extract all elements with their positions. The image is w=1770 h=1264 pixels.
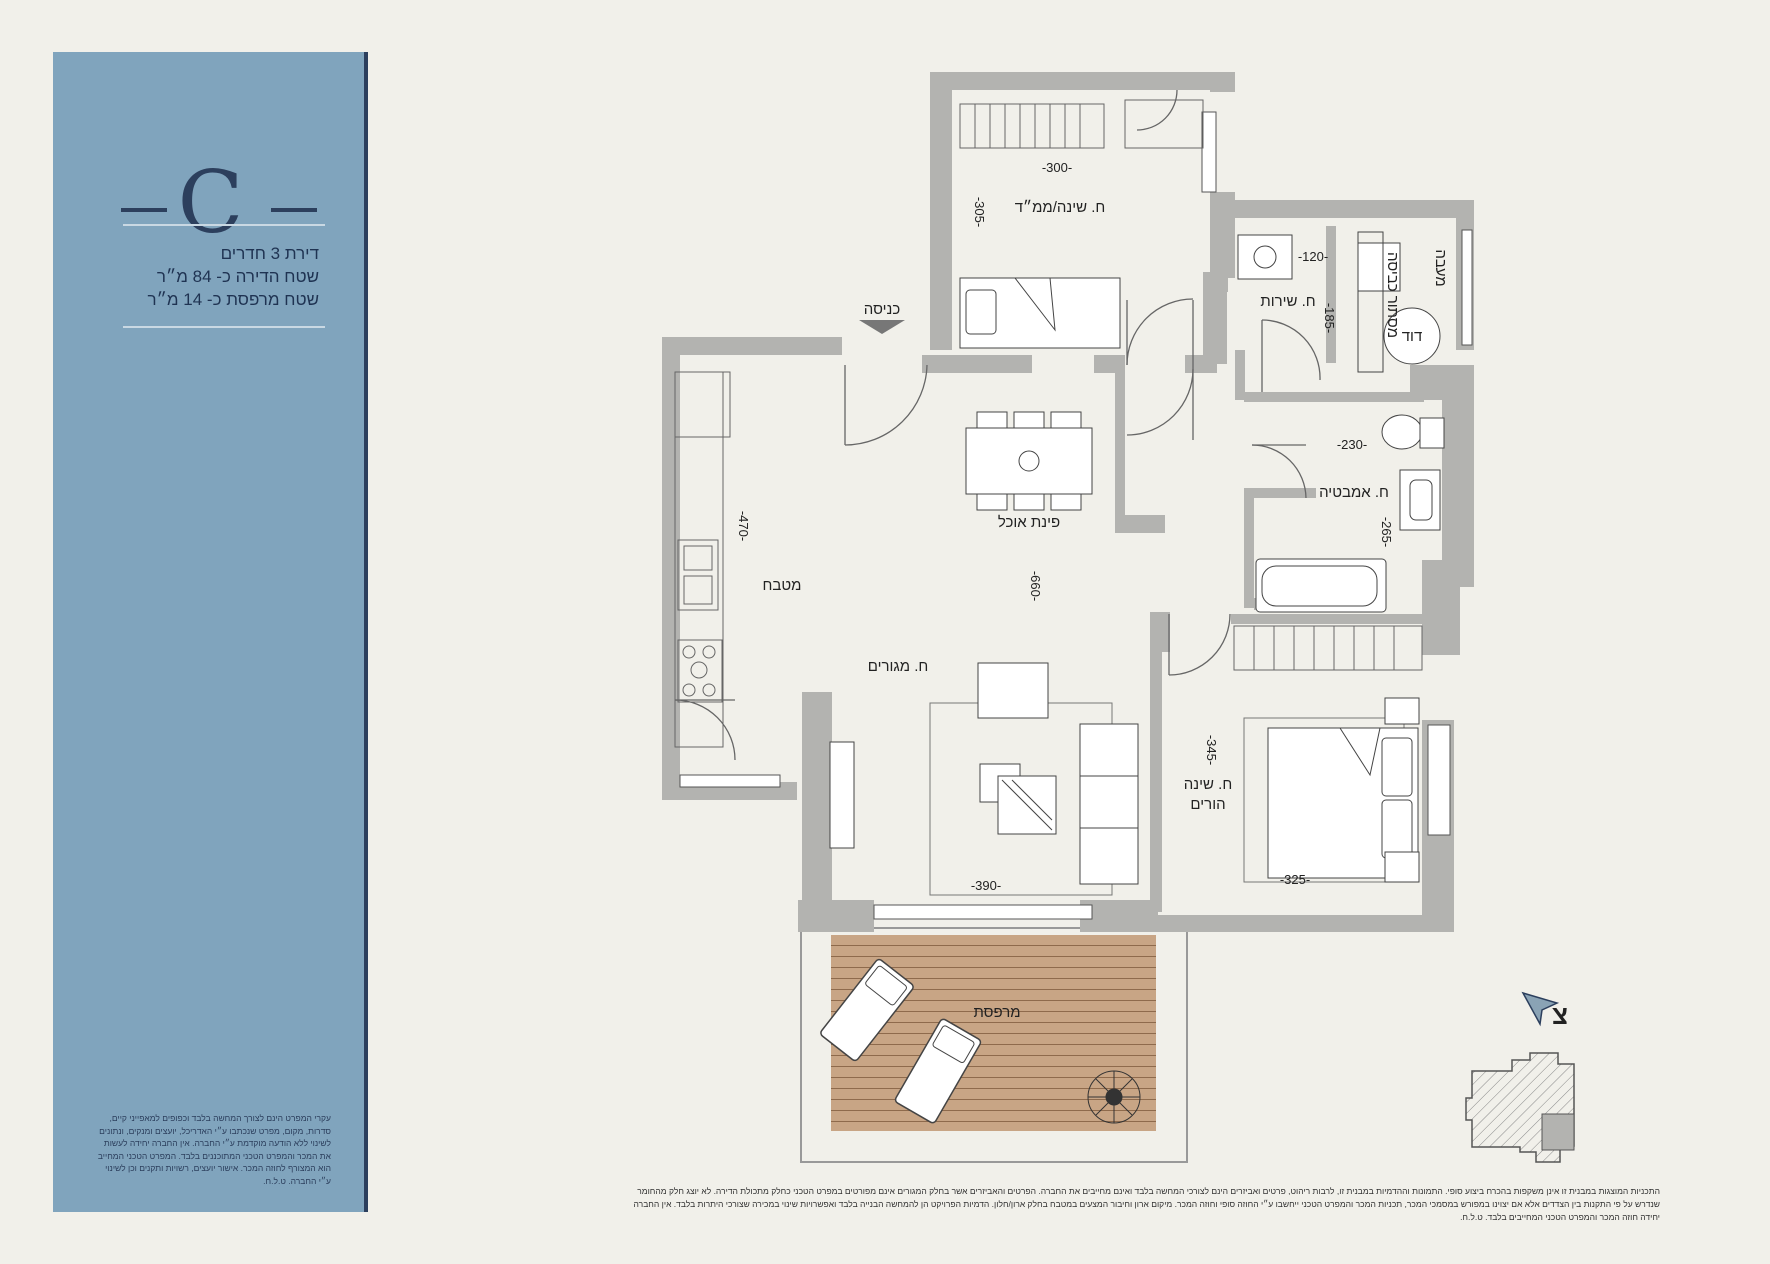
entrance-arrow [859, 320, 905, 334]
room-label-master-line2: הורים [1190, 796, 1225, 813]
walls [662, 72, 1474, 932]
room-label-dining: פינת אוכל [998, 514, 1060, 531]
single-bed [959, 277, 1121, 349]
room-label-entrance: כניסה [864, 301, 901, 318]
north-arrow-icon [1521, 991, 1560, 1027]
kitchen-counter [674, 371, 731, 748]
dining-table [965, 411, 1093, 511]
specs-divider-top [123, 224, 325, 226]
dimension-label: -470- [736, 511, 751, 541]
room-label-bedroom-safe: ח. שינה/ממ״ד [1015, 199, 1106, 216]
type-dash-right [271, 208, 317, 212]
room-label-living: ח. מגורים [868, 658, 929, 675]
footer-disclaimer: התכניות המוצגות במבנית זו אינן משקפות בה… [633, 1186, 1660, 1222]
room-label-bath: ח. אמבטיה [1319, 484, 1389, 501]
boiler-label: דוד [1402, 328, 1423, 345]
dimension-label: -345- [1204, 735, 1219, 765]
wardrobe [959, 99, 1204, 149]
dimension-label: -325- [1280, 872, 1310, 887]
spec-balcony-area: שטח מרפסת כ- 14 מ״ר [147, 290, 319, 309]
balcony [800, 927, 1188, 1163]
dimension-label: -185- [1322, 303, 1337, 333]
sun-lounger [820, 958, 914, 1062]
apartment-type-letter: C [177, 153, 244, 253]
service-room-fixtures [1237, 231, 1441, 373]
room-label-kitchen: מטבח [763, 577, 802, 594]
apartment-type-header: C [53, 148, 368, 258]
spec-apartment-area: שטח הדירה כ- 84 מ״ר [156, 267, 319, 286]
balcony-railing [800, 927, 1188, 1163]
room-label-service: ח. שירות [1260, 293, 1315, 310]
windows [679, 111, 1473, 920]
room-label-balcony: מרפסת [973, 1004, 1020, 1021]
living-room-set [829, 662, 1139, 896]
dimension-label: -390- [971, 878, 1001, 893]
spec-rooms: דירת 3 חדרים [220, 244, 319, 263]
sidebar-panel: C דירת 3 חדרים שטח הדירה כ- 84 מ״ר שטח מ… [53, 52, 368, 1212]
dimension-label: -120- [1298, 249, 1328, 264]
dimension-label: -230- [1337, 437, 1367, 452]
apartment-specs: דירת 3 חדרים שטח הדירה כ- 84 מ״ר שטח מרפ… [93, 242, 319, 311]
dimension-label: -300- [1042, 160, 1072, 175]
sidebar-disclaimer: עקרי המפרט הינם לצורך המחשה בלבד וכפופים… [97, 1113, 331, 1186]
shaft-label: מעבה [1432, 249, 1449, 286]
bathroom-fixtures [1255, 414, 1445, 613]
laundry-label: מסתור כביסה [1384, 252, 1401, 338]
room-label-master-line1: ח. שינה [1184, 776, 1232, 793]
dimension-label: -660- [1028, 571, 1043, 601]
doors [674, 89, 1321, 761]
master-wardrobe [1233, 625, 1423, 671]
type-dash-left [121, 208, 167, 212]
double-bed [1243, 697, 1420, 883]
key-plan-icon [1465, 1052, 1575, 1163]
dimension-label: -265- [1379, 517, 1394, 547]
dimension-label: -305- [972, 197, 987, 227]
specs-divider-bottom [123, 326, 325, 328]
sun-lounger [894, 1018, 982, 1124]
north-label: צ [1552, 1000, 1568, 1030]
plant [1087, 1070, 1141, 1124]
